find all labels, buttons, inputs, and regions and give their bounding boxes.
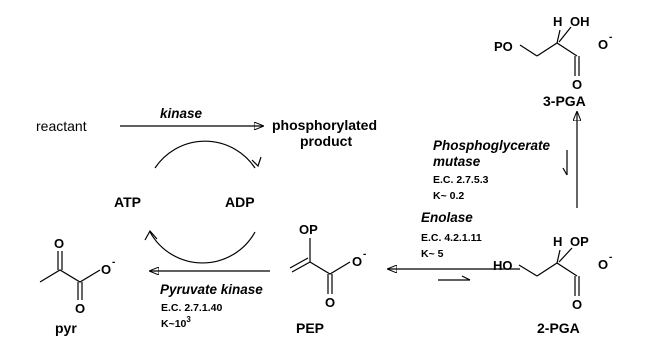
mutase-label-line1: Phosphoglycerate — [433, 138, 551, 153]
enolase-ec: E.C. 4.2.1.11 — [421, 232, 482, 244]
svg-text:-: - — [609, 32, 612, 43]
3-pga-structure: PO H OH O O - — [494, 14, 612, 92]
mutase-label-line2: mutase — [433, 154, 481, 169]
pyruvate-kinase-k-exp: 3 — [186, 315, 191, 324]
svg-text:H: H — [553, 14, 562, 29]
svg-text:O: O — [325, 295, 335, 310]
svg-text:O: O — [54, 236, 64, 251]
pyruvate-kinase-k: K~10 — [161, 318, 187, 330]
svg-text:O: O — [598, 257, 608, 272]
kinase-label: kinase — [160, 106, 203, 121]
pyruvate-kinase-label: Pyruvate kinase — [160, 282, 263, 297]
svg-text:O: O — [352, 254, 362, 269]
cycle-arc-top — [154, 140, 256, 169]
pep-label: PEP — [296, 320, 324, 336]
adp-label: ADP — [225, 194, 255, 210]
svg-text:-: - — [363, 249, 366, 260]
cycle-arrowhead-right — [251, 156, 262, 168]
reactant-label: reactant — [36, 118, 87, 134]
svg-text:K~103: K~103 — [161, 315, 191, 330]
mutase-ec: E.C. 2.7.5.3 — [433, 174, 489, 186]
svg-text:O: O — [572, 77, 582, 92]
pyruvate-structure: O O O - — [39, 236, 115, 316]
pyr-label: pyr — [55, 320, 77, 336]
svg-text:OP: OP — [299, 222, 318, 237]
pyruvate-kinase-ec: E.C. 2.7.1.40 — [161, 302, 222, 314]
atp-label: ATP — [114, 194, 141, 210]
svg-text:PO: PO — [494, 39, 513, 54]
pep-structure: OP O O - — [289, 222, 366, 310]
svg-text:OH: OH — [570, 14, 590, 29]
mutase-k: K~ 0.2 — [433, 190, 464, 202]
svg-text:O: O — [572, 297, 582, 312]
2-pga-label: 2-PGA — [537, 320, 580, 336]
product-label-line2: product — [300, 133, 352, 149]
svg-text:HO: HO — [493, 258, 513, 273]
3-pga-label: 3-PGA — [543, 93, 586, 109]
cycle-arc-bottom — [149, 231, 256, 264]
svg-text:H: H — [553, 234, 562, 249]
svg-text:O: O — [101, 262, 111, 277]
svg-text:O: O — [598, 37, 608, 52]
enolase-label: Enolase — [421, 210, 473, 225]
product-label-line1: phosphorylated — [272, 117, 377, 133]
cycle-arrowhead-left — [144, 229, 158, 241]
svg-text:O: O — [75, 301, 85, 316]
svg-text:OP: OP — [570, 234, 589, 249]
2-pga-structure: HO H OP O O - — [493, 234, 612, 312]
svg-text:-: - — [609, 252, 612, 263]
enolase-k: K~ 5 — [421, 248, 444, 260]
svg-text:-: - — [112, 257, 115, 268]
